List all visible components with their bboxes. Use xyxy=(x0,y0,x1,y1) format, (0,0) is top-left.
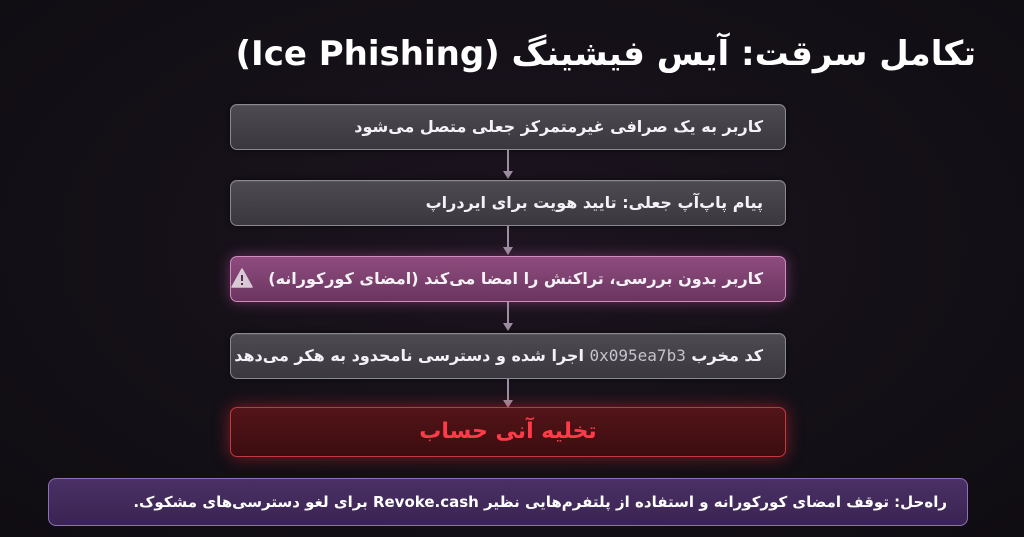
warning-triangle-icon xyxy=(230,268,253,288)
step-malicious-code-suffix: اجرا شده و دسترسی نامحدود به هکر می‌دهد xyxy=(234,346,584,365)
step-fake-popup: پیام پاپ‌آپ جعلی: تایید هویت برای ایردرا… xyxy=(230,180,786,226)
page-title: تکامل سرقت: آیس فیشینگ (Ice Phishing) xyxy=(235,34,977,74)
step-account-drain: تخلیه آنی حساب xyxy=(230,407,786,457)
arrow-down-icon xyxy=(503,379,513,408)
flow-diagram: کاربر به یک صرافی غیرمتمرکز جعلی متصل می… xyxy=(230,104,786,457)
step-blind-signing: کاربر بدون بررسی، تراکنش را امضا می‌کند … xyxy=(230,256,786,302)
arrow-down-icon xyxy=(503,302,513,331)
step-blind-signing-label: کاربر بدون بررسی، تراکنش را امضا می‌کند … xyxy=(268,269,763,288)
account-drain-label: تخلیه آنی حساب xyxy=(419,419,597,444)
step-malicious-code: کد مخرب 0x095ea7b3 اجرا شده و دسترسی نام… xyxy=(230,333,786,379)
arrow-down-icon xyxy=(503,226,513,255)
arrow-down-icon xyxy=(503,150,513,179)
malicious-function-selector: 0x095ea7b3 xyxy=(589,346,686,365)
step-malicious-code-prefix: کد مخرب xyxy=(691,346,763,365)
step-connect-fake-dex: کاربر به یک صرافی غیرمتمرکز جعلی متصل می… xyxy=(230,104,786,150)
solution-banner: راه‌حل: توقف امضای کورکورانه و استفاده ا… xyxy=(48,478,968,526)
